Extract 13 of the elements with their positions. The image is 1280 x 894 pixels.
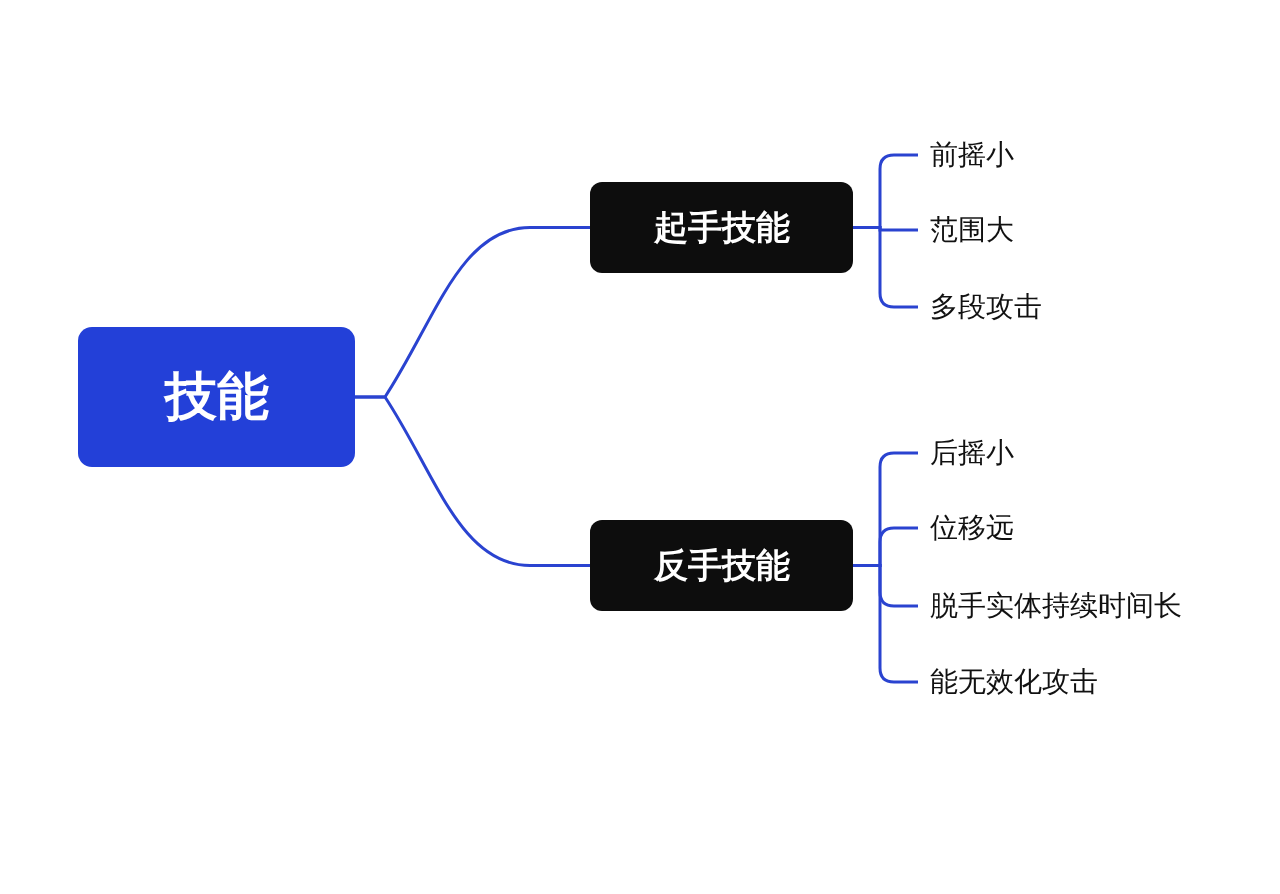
subtopic-label: 位移远 [918,508,1098,548]
topic-box: 反手技能 [590,520,853,611]
subtopic-label: 脱手实体持续时间长 [918,586,1238,626]
connector-line [853,226,918,309]
subtopic-label: 前摇小 [918,135,1098,175]
subtopic-label: 能无效化攻击 [918,662,1158,702]
subtopic-label: 多段攻击 [918,287,1098,327]
connector-line [853,564,918,684]
subtopic-label: 范围大 [918,210,1098,250]
root-topic-box: 技能 [78,327,355,467]
topic-box: 起手技能 [590,182,853,273]
subtopic-label: 后摇小 [918,433,1098,473]
connector-line [355,395,590,567]
